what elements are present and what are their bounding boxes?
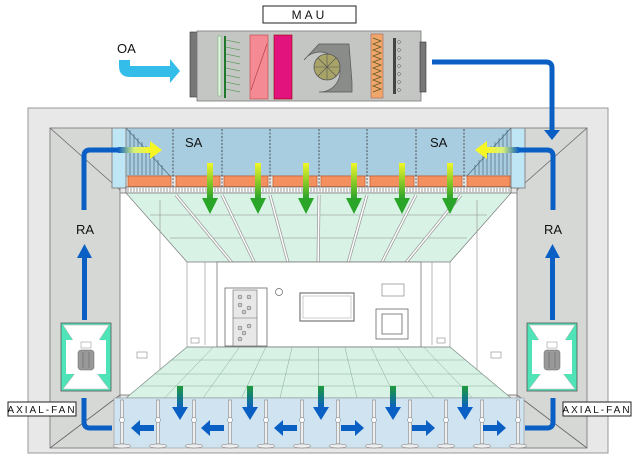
supply-down-arrow bbox=[298, 163, 314, 214]
axial-fan-left bbox=[60, 322, 112, 392]
supply-down-arrow bbox=[442, 163, 458, 214]
pedestal bbox=[472, 399, 492, 449]
supply-down-arrow bbox=[202, 163, 218, 214]
floor-left-arrow bbox=[274, 420, 297, 436]
blower-housing bbox=[303, 43, 353, 93]
pedestal bbox=[220, 399, 240, 449]
floor-right-arrow bbox=[412, 420, 435, 436]
supply-down-arrow bbox=[394, 163, 410, 214]
supply-downflow-arrows bbox=[202, 163, 458, 214]
outdoor-air-arrow bbox=[119, 59, 180, 83]
underfloor-flow-arrows bbox=[131, 420, 506, 436]
floor-left-arrow bbox=[131, 420, 154, 436]
filter-grille bbox=[125, 186, 512, 194]
wall-sign bbox=[381, 283, 405, 297]
sa-left-label: SA bbox=[185, 135, 203, 150]
pedestal bbox=[148, 399, 168, 449]
fan-right-label: AXIAL-FAN bbox=[562, 405, 631, 416]
fan-left-label-box bbox=[7, 401, 77, 417]
bag-filter bbox=[370, 33, 384, 99]
pedestal bbox=[292, 399, 312, 449]
pedestal bbox=[184, 399, 204, 449]
mau-title: MAU bbox=[292, 8, 328, 22]
fan-left-label: AXIAL-FAN bbox=[7, 405, 76, 416]
mau-title-box bbox=[262, 5, 357, 24]
fan-right-label-box bbox=[562, 401, 632, 417]
left-floor-return bbox=[81, 398, 112, 431]
pedestal bbox=[256, 399, 276, 449]
left-return-duct bbox=[81, 147, 120, 210]
axial-fan-right bbox=[526, 322, 578, 392]
oa-label: OA bbox=[117, 41, 136, 56]
floor-down-arrow bbox=[172, 386, 188, 420]
pedestal bbox=[364, 399, 384, 449]
ra-right-up-arrow bbox=[545, 244, 560, 258]
view-window bbox=[299, 292, 355, 322]
floor-down-arrow bbox=[313, 386, 329, 420]
floor-right-arrow bbox=[483, 420, 506, 436]
floor-down-arrow bbox=[457, 386, 473, 420]
wall-panels bbox=[159, 200, 478, 380]
supply-plenum bbox=[111, 127, 526, 177]
pre-filter bbox=[217, 35, 222, 97]
floor-downflow-arrows bbox=[172, 386, 473, 420]
pedestal bbox=[400, 399, 420, 449]
supply-down-arrow bbox=[250, 163, 266, 214]
pedestal bbox=[508, 399, 528, 449]
right-floor-return bbox=[525, 398, 556, 431]
mau-unit bbox=[196, 30, 422, 102]
sa-left-arrow bbox=[150, 141, 162, 159]
pedestal bbox=[328, 399, 348, 449]
ra-right-label: RA bbox=[544, 222, 562, 237]
floor-down-arrow bbox=[385, 386, 401, 420]
sa-right-arrow bbox=[475, 141, 487, 159]
supply-duct bbox=[432, 59, 555, 130]
ra-left-label: RA bbox=[76, 222, 94, 237]
pedestal bbox=[436, 399, 456, 449]
floor-down-arrow bbox=[242, 386, 258, 420]
ra-left-up-arrow bbox=[77, 244, 92, 258]
floor-left-arrow bbox=[201, 420, 224, 436]
pedestal bbox=[112, 399, 132, 449]
plenum-dividers bbox=[172, 129, 465, 195]
cooling-coil bbox=[273, 34, 293, 100]
floor-right-arrow bbox=[341, 420, 364, 436]
supply-down-arrow bbox=[346, 163, 362, 214]
right-return-duct bbox=[517, 147, 556, 210]
pressure-gauge bbox=[275, 288, 283, 296]
sa-right-label: SA bbox=[430, 135, 448, 150]
wall-outlets bbox=[136, 337, 502, 359]
floor-pedestals bbox=[112, 399, 528, 449]
